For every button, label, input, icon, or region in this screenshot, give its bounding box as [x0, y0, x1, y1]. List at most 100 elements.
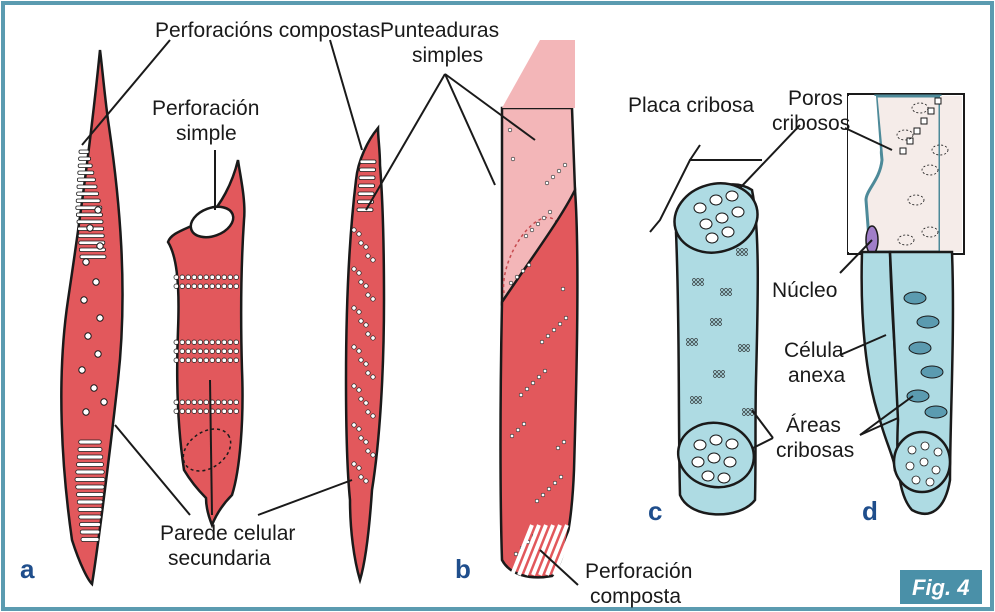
- perforation-bar: [78, 171, 94, 175]
- pit: [228, 275, 233, 280]
- pit: [364, 323, 368, 327]
- pit: [216, 284, 221, 289]
- pit: [174, 409, 179, 414]
- pit: [85, 333, 91, 339]
- pit: [371, 336, 375, 340]
- perforation-bar: [77, 455, 103, 459]
- pit: [557, 169, 561, 173]
- pit: [93, 279, 99, 285]
- sieve-area: [909, 342, 931, 354]
- label-simple-pits-line1: Punteaduras: [380, 19, 499, 42]
- pit: [198, 409, 203, 414]
- pit: [97, 315, 103, 321]
- pit: [371, 414, 375, 418]
- pit: [371, 297, 375, 301]
- label-secondary-wall-line1: Parede celular: [160, 522, 295, 545]
- pit: [186, 340, 191, 345]
- sieve-area: [917, 316, 939, 328]
- pit: [97, 243, 103, 249]
- label-simple-pits-line2: simples: [412, 44, 483, 67]
- pit: [204, 340, 209, 345]
- sieve-pore: [716, 213, 728, 223]
- sieve-pore: [926, 478, 934, 486]
- sieve-area: [907, 390, 929, 402]
- perforation-bar: [77, 220, 103, 224]
- pit: [210, 284, 215, 289]
- pit: [174, 400, 179, 405]
- pit: [198, 275, 203, 280]
- pit: [366, 293, 370, 297]
- pit: [180, 275, 185, 280]
- perforation-bar: [79, 150, 89, 154]
- pit: [174, 284, 179, 289]
- pit: [364, 284, 368, 288]
- pit: [180, 358, 185, 363]
- pit: [192, 340, 197, 345]
- pit: [371, 258, 375, 262]
- pit: [216, 275, 221, 280]
- pit: [87, 225, 93, 231]
- label-secondary-wall-line2: secundaria: [168, 547, 271, 570]
- perforation-bar: [78, 508, 102, 512]
- pit: [366, 254, 370, 258]
- pit: [216, 340, 221, 345]
- perforation-bar: [80, 255, 106, 259]
- label-sieve-areas-line2: cribosas: [776, 439, 854, 462]
- pit: [83, 259, 89, 265]
- pit: [352, 462, 356, 466]
- pit: [198, 340, 203, 345]
- sieve-area: [921, 366, 943, 378]
- vessel-element-b: [492, 40, 578, 577]
- pit: [228, 409, 233, 414]
- pit: [91, 385, 97, 391]
- pit: [371, 453, 375, 457]
- pit: [210, 340, 215, 345]
- sieve-pore: [934, 448, 942, 456]
- sieve-pore: [935, 98, 941, 104]
- perforation-bar: [77, 493, 104, 497]
- pit: [174, 349, 179, 354]
- sieve-pore: [906, 462, 914, 470]
- pit: [83, 409, 89, 415]
- pit: [210, 349, 215, 354]
- sieve-pore: [692, 457, 704, 467]
- pit: [516, 428, 520, 432]
- sieve-area: [904, 292, 926, 304]
- sieve-tube-c: [667, 174, 766, 514]
- pit: [352, 384, 356, 388]
- sieve-pore: [694, 203, 706, 213]
- label-sieve-plate: Placa cribosa: [628, 94, 754, 117]
- pit: [545, 181, 549, 185]
- pit: [546, 334, 550, 338]
- pit: [192, 358, 197, 363]
- perforation-bar: [357, 208, 373, 212]
- pit: [510, 434, 514, 438]
- pit: [508, 128, 512, 132]
- sieve-pore: [706, 233, 718, 243]
- pit: [180, 284, 185, 289]
- label-companion-cell-line1: Célula: [784, 339, 844, 362]
- pit: [222, 284, 227, 289]
- sieve-pore: [722, 227, 734, 237]
- pit: [364, 479, 368, 483]
- sieve-pore: [702, 471, 714, 481]
- pit: [192, 409, 197, 414]
- pit: [366, 371, 370, 375]
- pit: [180, 400, 185, 405]
- perforation-bar: [77, 178, 95, 182]
- pit: [511, 157, 515, 161]
- perforation-bar: [360, 160, 376, 164]
- pit: [359, 397, 363, 401]
- sieve-pore: [710, 195, 722, 205]
- pit: [509, 281, 513, 285]
- vessel-element-a: [61, 50, 122, 584]
- pit: [521, 269, 525, 273]
- pit: [222, 275, 227, 280]
- perforation-bar: [79, 157, 91, 161]
- pit: [359, 241, 363, 245]
- pit: [352, 228, 356, 232]
- pit: [357, 466, 361, 470]
- pit: [564, 316, 568, 320]
- pit: [364, 401, 368, 405]
